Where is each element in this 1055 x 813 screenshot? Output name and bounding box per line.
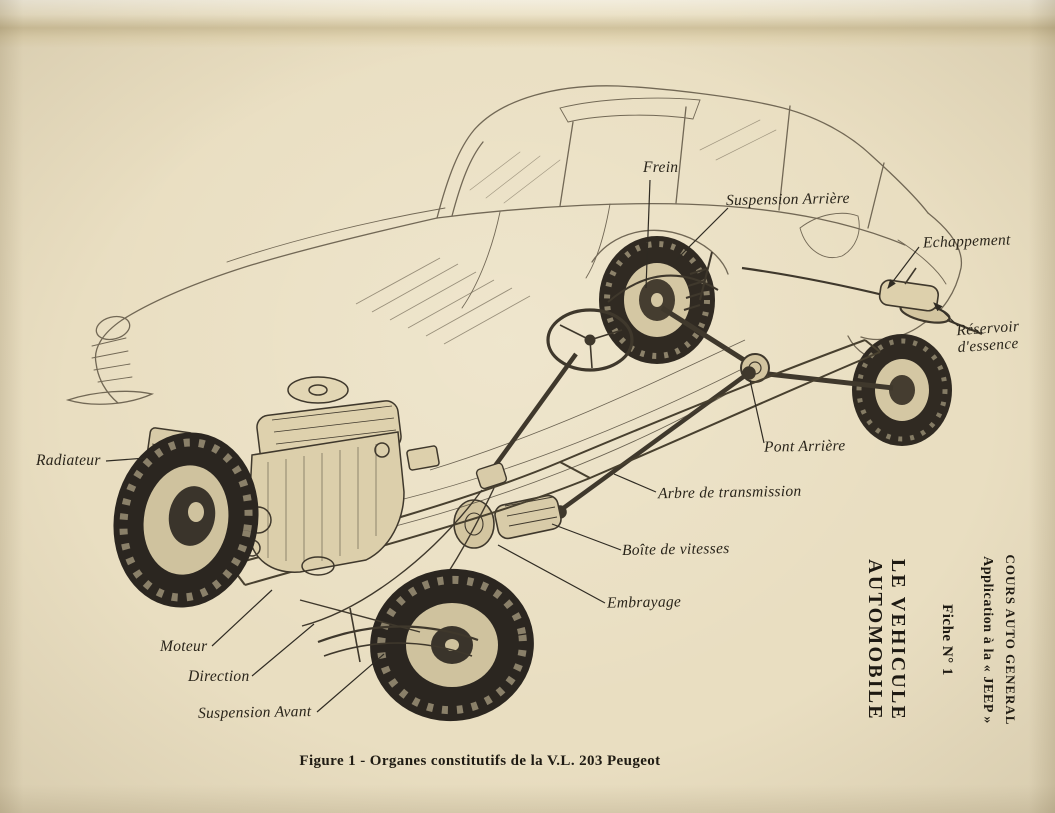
leader-echappement: [887, 246, 920, 289]
leader-lines: [105, 179, 959, 713]
leader-boite-vitesses: [551, 523, 622, 551]
label-pont-arriere: Pont Arrière: [763, 437, 846, 456]
leader-moteur: [211, 589, 273, 647]
label-direction: Direction: [188, 668, 250, 685]
front-suspension: [299, 599, 479, 663]
label-boite-vitesses: Boîte de vitesses: [621, 540, 730, 559]
course-subtitle: Application à la « JEEP »: [980, 556, 995, 724]
label-arbre-transmission: Arbre de transmission: [657, 482, 802, 503]
label-suspension-avant: Suspension Avant: [197, 703, 312, 722]
fuel-tank: [878, 267, 940, 312]
front-left-wheel: [113, 432, 259, 608]
figure-caption: Figure 1 - Organes constitutifs de la V.…: [299, 753, 661, 769]
label-moteur: Moteur: [160, 638, 208, 655]
rear-left-wheel: [599, 236, 715, 364]
cables-lines: [379, 339, 746, 531]
sheet-number: Fiche N° 1: [939, 604, 955, 676]
car-body-outline: [65, 85, 963, 405]
leader-suspension-arriere: [675, 207, 729, 261]
leader-direction: [251, 623, 315, 677]
label-radiateur: Radiateur: [36, 452, 101, 469]
leader-reservoir: [933, 302, 959, 327]
engine: [243, 376, 440, 576]
label-embrayage: Embrayage: [606, 593, 682, 612]
sheet-title: LE VEHICULE AUTOMOBILE: [864, 558, 909, 722]
leader-radiateur: [105, 457, 147, 462]
leader-suspension-avant: [316, 653, 385, 713]
label-frein: Frein: [643, 159, 679, 176]
course-title: COURS AUTO GENERAL: [1003, 554, 1018, 726]
label-reservoir-essence: Réservoir d'essence: [955, 317, 1020, 357]
leader-arbre-transmission: [613, 473, 657, 493]
label-echappement: Echappement: [922, 231, 1011, 252]
label-suspension-arriere: Suspension Arrière: [725, 189, 850, 210]
rear-right-wheel: [852, 334, 952, 446]
leader-frein: [645, 179, 651, 289]
sidebar-header: COURS AUTO GENERAL Application à la « JE…: [862, 485, 1032, 795]
front-right-wheel: [370, 568, 534, 722]
exhaust-system: [741, 266, 983, 336]
leader-embrayage: [497, 544, 606, 604]
floor-pan-ribs: [355, 257, 531, 345]
leader-pont-arriere: [749, 379, 765, 444]
rear-suspension-axle: [607, 251, 894, 391]
